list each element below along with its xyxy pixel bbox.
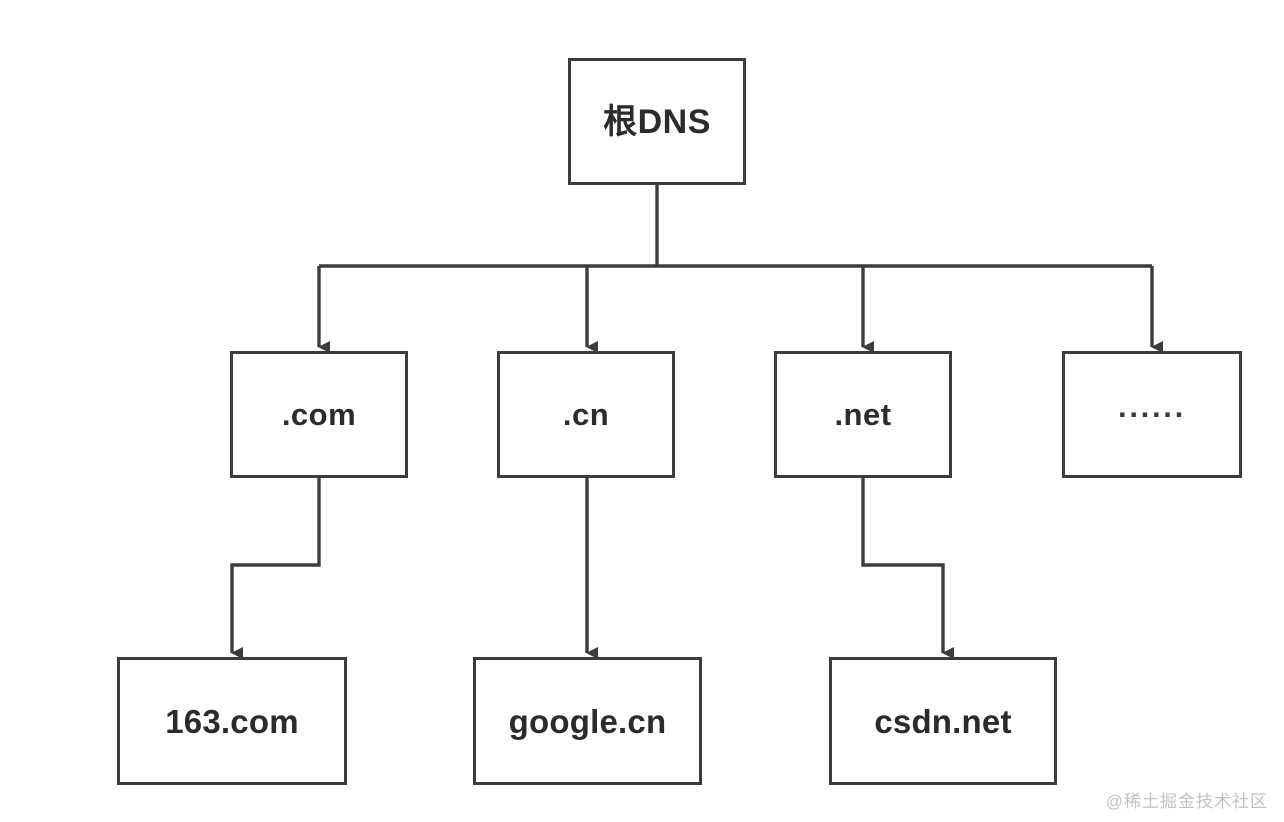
node-tld-cn[interactable]: .cn xyxy=(497,351,675,478)
node-tld-net[interactable]: .net xyxy=(774,351,952,478)
node-domain-google[interactable]: google.cn xyxy=(473,657,702,785)
node-tld-com[interactable]: .com xyxy=(230,351,408,478)
edge-net-to-csdn xyxy=(861,478,954,659)
node-tld-more[interactable]: ······ xyxy=(1062,351,1242,478)
node-tld-com-label: .com xyxy=(281,397,357,432)
node-domain-163-label: 163.com xyxy=(165,702,299,740)
node-domain-csdn[interactable]: csdn.net xyxy=(829,657,1057,785)
node-domain-csdn-label: csdn.net xyxy=(874,702,1012,740)
node-tld-net-label: .net xyxy=(834,397,892,432)
node-root-dns[interactable]: 根DNS xyxy=(568,58,746,185)
watermark-text: @稀土掘金技术社区 xyxy=(1105,792,1268,811)
node-tld-cn-label: .cn xyxy=(562,397,610,432)
edge-com-to-163 xyxy=(230,478,321,659)
node-tld-more-label: ······ xyxy=(1118,397,1186,432)
node-domain-163[interactable]: 163.com xyxy=(117,657,347,785)
node-root-dns-label: 根DNS xyxy=(603,102,711,141)
node-domain-google-label: google.cn xyxy=(508,702,667,740)
